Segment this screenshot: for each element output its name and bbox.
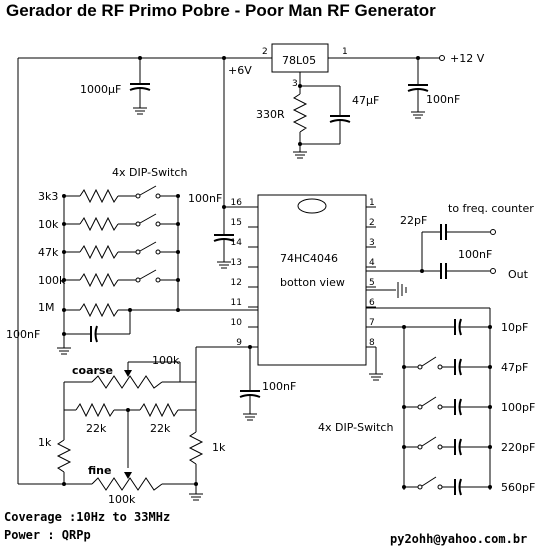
resistor-label: 100k: [38, 274, 66, 287]
email-text: py2ohh@yahoo.com.br: [390, 532, 527, 546]
fine-label: fine: [88, 464, 111, 477]
cap-100nf-pin9-label: 100nF: [262, 380, 296, 393]
dip-left-label: 4x DIP-Switch: [112, 166, 187, 179]
regulator-pin-out: 1: [342, 47, 348, 57]
ic-pin-left: 16: [231, 198, 243, 208]
ic-pins-right: 1 2 3 4 5 6 7 8: [366, 198, 376, 348]
cap-100nf-cin-label: 100nF: [6, 328, 40, 341]
cap-100nf-supply-label: 100nF: [426, 93, 460, 106]
ic-pin-left: 10: [231, 318, 243, 328]
dip-right-label: 4x DIP-Switch: [318, 421, 393, 434]
vdd-decoupling: 100nF: [188, 58, 258, 269]
ic-pin-left: 13: [231, 258, 242, 268]
cap-label: 100pF: [501, 401, 535, 414]
cap-label: 220pF: [501, 441, 535, 454]
coverage-text: Coverage :10Hz to 33MHz: [4, 510, 170, 524]
power-text: Power : QRPp: [4, 528, 91, 542]
freq-counter-label: to freq. counter: [448, 202, 534, 215]
ic-pin-right: 6: [369, 298, 375, 308]
ic-pin-right: 7: [369, 318, 375, 328]
output-section: 22pF to freq. counter 100nF Out: [366, 202, 534, 281]
dip-switch-left: 4x DIP-Switch 3k3 10k 47k 100k 1M 100nF: [6, 166, 258, 355]
ic-pin-right: 1: [369, 198, 375, 208]
regulator-pin-gnd: 3: [292, 79, 298, 89]
resistor-1m-label: 1M: [38, 301, 55, 314]
ic-pin-right: 2: [369, 218, 375, 228]
ic-pin-right: 3: [369, 238, 375, 248]
ic-pin-left: 9: [236, 338, 242, 348]
ic-pins-left: 16 15 14 13 12 11 10 9: [231, 198, 258, 348]
rail-6v-label: +6V: [228, 64, 252, 77]
resistor-label: 10k: [38, 218, 59, 231]
ic-part-label: 74HC4046: [280, 252, 338, 265]
resistor-label: 3k3: [38, 190, 58, 203]
cap-label: 10pF: [501, 321, 528, 334]
resistor-22k-b-label: 22k: [150, 422, 171, 435]
cap-22pf-label: 22pF: [400, 214, 427, 227]
resistor-label: 47k: [38, 246, 59, 259]
cap-100nf-vdd-label: 100nF: [188, 192, 222, 205]
ic-pin-left: 11: [231, 298, 242, 308]
cap-label: 47pF: [501, 361, 528, 374]
tuning-network: 100nF coarse 100k 22k 22k 1k 1k: [18, 345, 296, 506]
regulator-section: 78L05 2 1 3 +6V +12 V 1000µF 100nF: [17, 43, 485, 484]
cap-1000uf-label: 1000µF: [80, 83, 121, 96]
ic-view-label: botton view: [280, 276, 345, 289]
regulator-part-label: 78L05: [282, 54, 316, 67]
resistor-1k-a-label: 1k: [38, 436, 52, 449]
diagram-title: Gerador de RF Primo Pobre - Poor Man RF …: [6, 1, 436, 20]
cap-label: 560pF: [501, 481, 535, 494]
ic-pin-right: 8: [369, 338, 375, 348]
ic-pin-left: 12: [231, 278, 242, 288]
supply-vcc-label: +12 V: [450, 52, 485, 65]
pot-coarse-value: 100k: [152, 354, 180, 367]
coarse-label: coarse: [72, 364, 113, 377]
resistor-22k-a-label: 22k: [86, 422, 107, 435]
ic-pin-right: 4: [369, 258, 375, 268]
resistor-1k-b-label: 1k: [212, 441, 226, 454]
resistor-330r-label: 330R: [256, 108, 285, 121]
ic-ground-ties: [366, 282, 407, 381]
ic-pin-right: 5: [369, 278, 375, 288]
out-label: Out: [508, 268, 529, 281]
ic-pin-left: 14: [231, 238, 243, 248]
regulator-pin-in: 2: [262, 47, 268, 57]
cap-47uf-label: 47µF: [352, 94, 379, 107]
dip-switch-right: 10pF 47pF 100pF 220pF 560pF 4x DIP-Switch: [318, 307, 535, 496]
pot-fine-value: 100k: [108, 493, 136, 506]
ic-pin-left: 15: [231, 218, 242, 228]
cap-100nf-out-label: 100nF: [458, 248, 492, 261]
